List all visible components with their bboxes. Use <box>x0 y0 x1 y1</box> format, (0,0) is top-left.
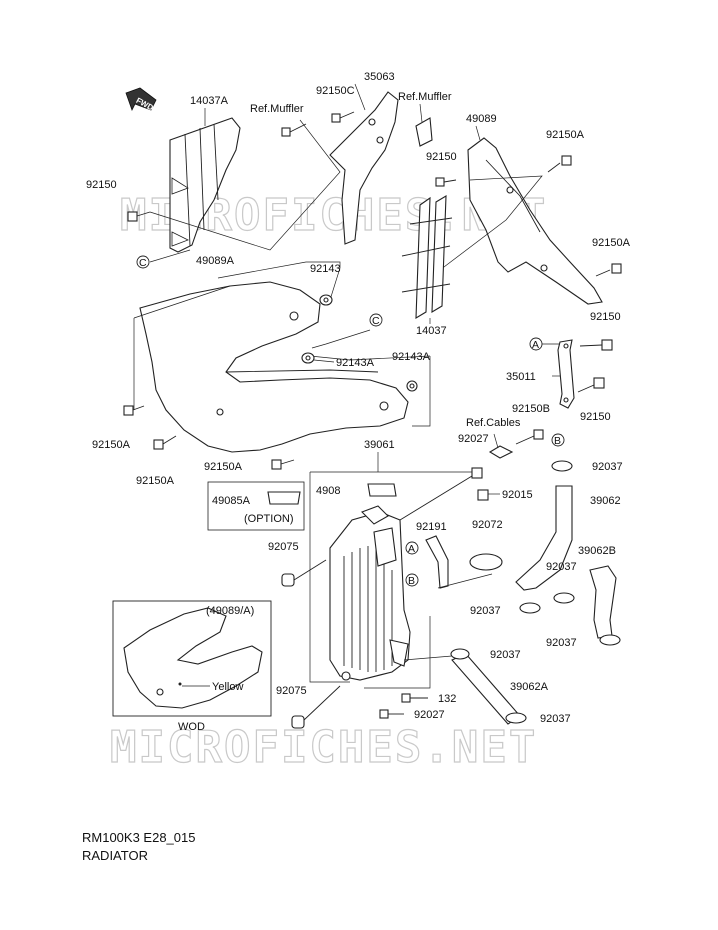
bracket-35063-shape <box>329 91 433 245</box>
label-92150: 92150 <box>590 311 621 323</box>
label-92075: 92075 <box>268 541 299 553</box>
svg-text:A: A <box>532 339 539 351</box>
shroud-49089-shape <box>467 137 603 305</box>
hose-39062-shape <box>515 485 573 591</box>
label-14037a: 14037A <box>190 95 229 107</box>
label-14037: 14037 <box>416 325 447 337</box>
label-92027: 92027 <box>414 709 445 721</box>
watermark-bottom: MICROFICHES.NET <box>110 722 537 773</box>
svg-text:C: C <box>372 315 380 327</box>
label-92150a: 92150A <box>136 475 175 487</box>
label-92075: 92075 <box>276 685 307 697</box>
label-92027: 92027 <box>458 433 489 445</box>
hose-39062b-shape <box>589 565 617 639</box>
label-4908: 4908 <box>316 485 340 497</box>
label-wod: WOD <box>178 721 205 733</box>
label-92150b: 92150B <box>512 403 550 415</box>
bolt-92027-icon <box>399 467 483 521</box>
label-49085a: 49085A <box>212 495 251 507</box>
label-35063: 35063 <box>364 71 395 83</box>
grommet-92015-shape <box>477 489 489 501</box>
label-92072: 92072 <box>472 519 503 531</box>
option-box <box>207 481 305 531</box>
bolt-92150a-icon <box>123 405 295 470</box>
label-92150: 92150 <box>426 151 457 163</box>
stay-35011-shape <box>557 339 575 409</box>
wod-inset-box <box>112 600 272 717</box>
label-49089: 49089 <box>466 113 497 125</box>
label-92037: 92037 <box>490 649 521 661</box>
label-ref-muffler: Ref.Muffler <box>398 91 452 103</box>
label-92037: 92037 <box>540 713 571 725</box>
clamp-92072-shape <box>469 553 503 571</box>
diagram-title: RADIATOR <box>82 848 148 863</box>
label-92150c: 92150C <box>316 85 355 97</box>
label-92037: 92037 <box>546 637 577 649</box>
wod-shroud-shape <box>123 607 263 709</box>
label-92150: 92150 <box>86 179 117 191</box>
radiator-39061-shape <box>329 505 411 681</box>
clamp-92037-icon <box>450 460 621 724</box>
rubber-mount-92075-icon <box>281 559 341 729</box>
label-ref-muffler: Ref.Muffler <box>250 103 304 115</box>
label-92015: 92015 <box>502 489 533 501</box>
label-132: 132 <box>438 693 456 705</box>
label-92037: 92037 <box>546 561 577 573</box>
bolt-icon <box>515 339 613 445</box>
cap-4908-shape <box>367 483 397 497</box>
label-49089-a: (49089/A) <box>206 605 254 617</box>
shroud-49089a-shape <box>139 281 409 453</box>
label-92143a: 92143A <box>392 351 431 363</box>
washer-icon <box>301 294 418 392</box>
diagram-code: RM100K3 E28_015 <box>82 830 196 845</box>
label-92143: 92143 <box>310 263 341 275</box>
fwd-arrow-icon: FWD <box>125 87 157 113</box>
bolt-icon <box>379 693 428 719</box>
label-39062: 39062 <box>590 495 621 507</box>
label-39062b: 39062B <box>578 545 616 557</box>
svg-text:C: C <box>139 257 147 269</box>
label-92150: 92150 <box>580 411 611 423</box>
label-35011: 35011 <box>506 371 536 383</box>
label-92150a: 92150A <box>92 439 131 451</box>
svg-text:B: B <box>408 575 415 587</box>
reference-marker-icon: C C A A B B <box>136 255 565 587</box>
bolt-icon <box>127 111 622 277</box>
svg-text:B: B <box>554 435 561 447</box>
label-yellow: Yellow <box>212 681 243 693</box>
label-ref-cables: Ref.Cables <box>466 417 521 429</box>
louver-14037a-shape <box>169 117 241 253</box>
hose-92191-shape <box>425 535 449 589</box>
louver-14037-shape <box>401 195 453 319</box>
label-92150a: 92150A <box>546 129 585 141</box>
label-92150a: 92150A <box>592 237 631 249</box>
label-92150a: 92150A <box>204 461 243 473</box>
svg-text:A: A <box>408 543 415 555</box>
label-92143a: 92143A <box>336 357 375 369</box>
label-39061: 39061 <box>364 439 395 451</box>
label-92037: 92037 <box>592 461 623 473</box>
label-92037: 92037 <box>470 605 501 617</box>
label-49089a: 49089A <box>196 255 235 267</box>
label-option: (OPTION) <box>244 513 294 525</box>
label-39062a: 39062A <box>510 681 549 693</box>
label-92191: 92191 <box>416 521 447 533</box>
